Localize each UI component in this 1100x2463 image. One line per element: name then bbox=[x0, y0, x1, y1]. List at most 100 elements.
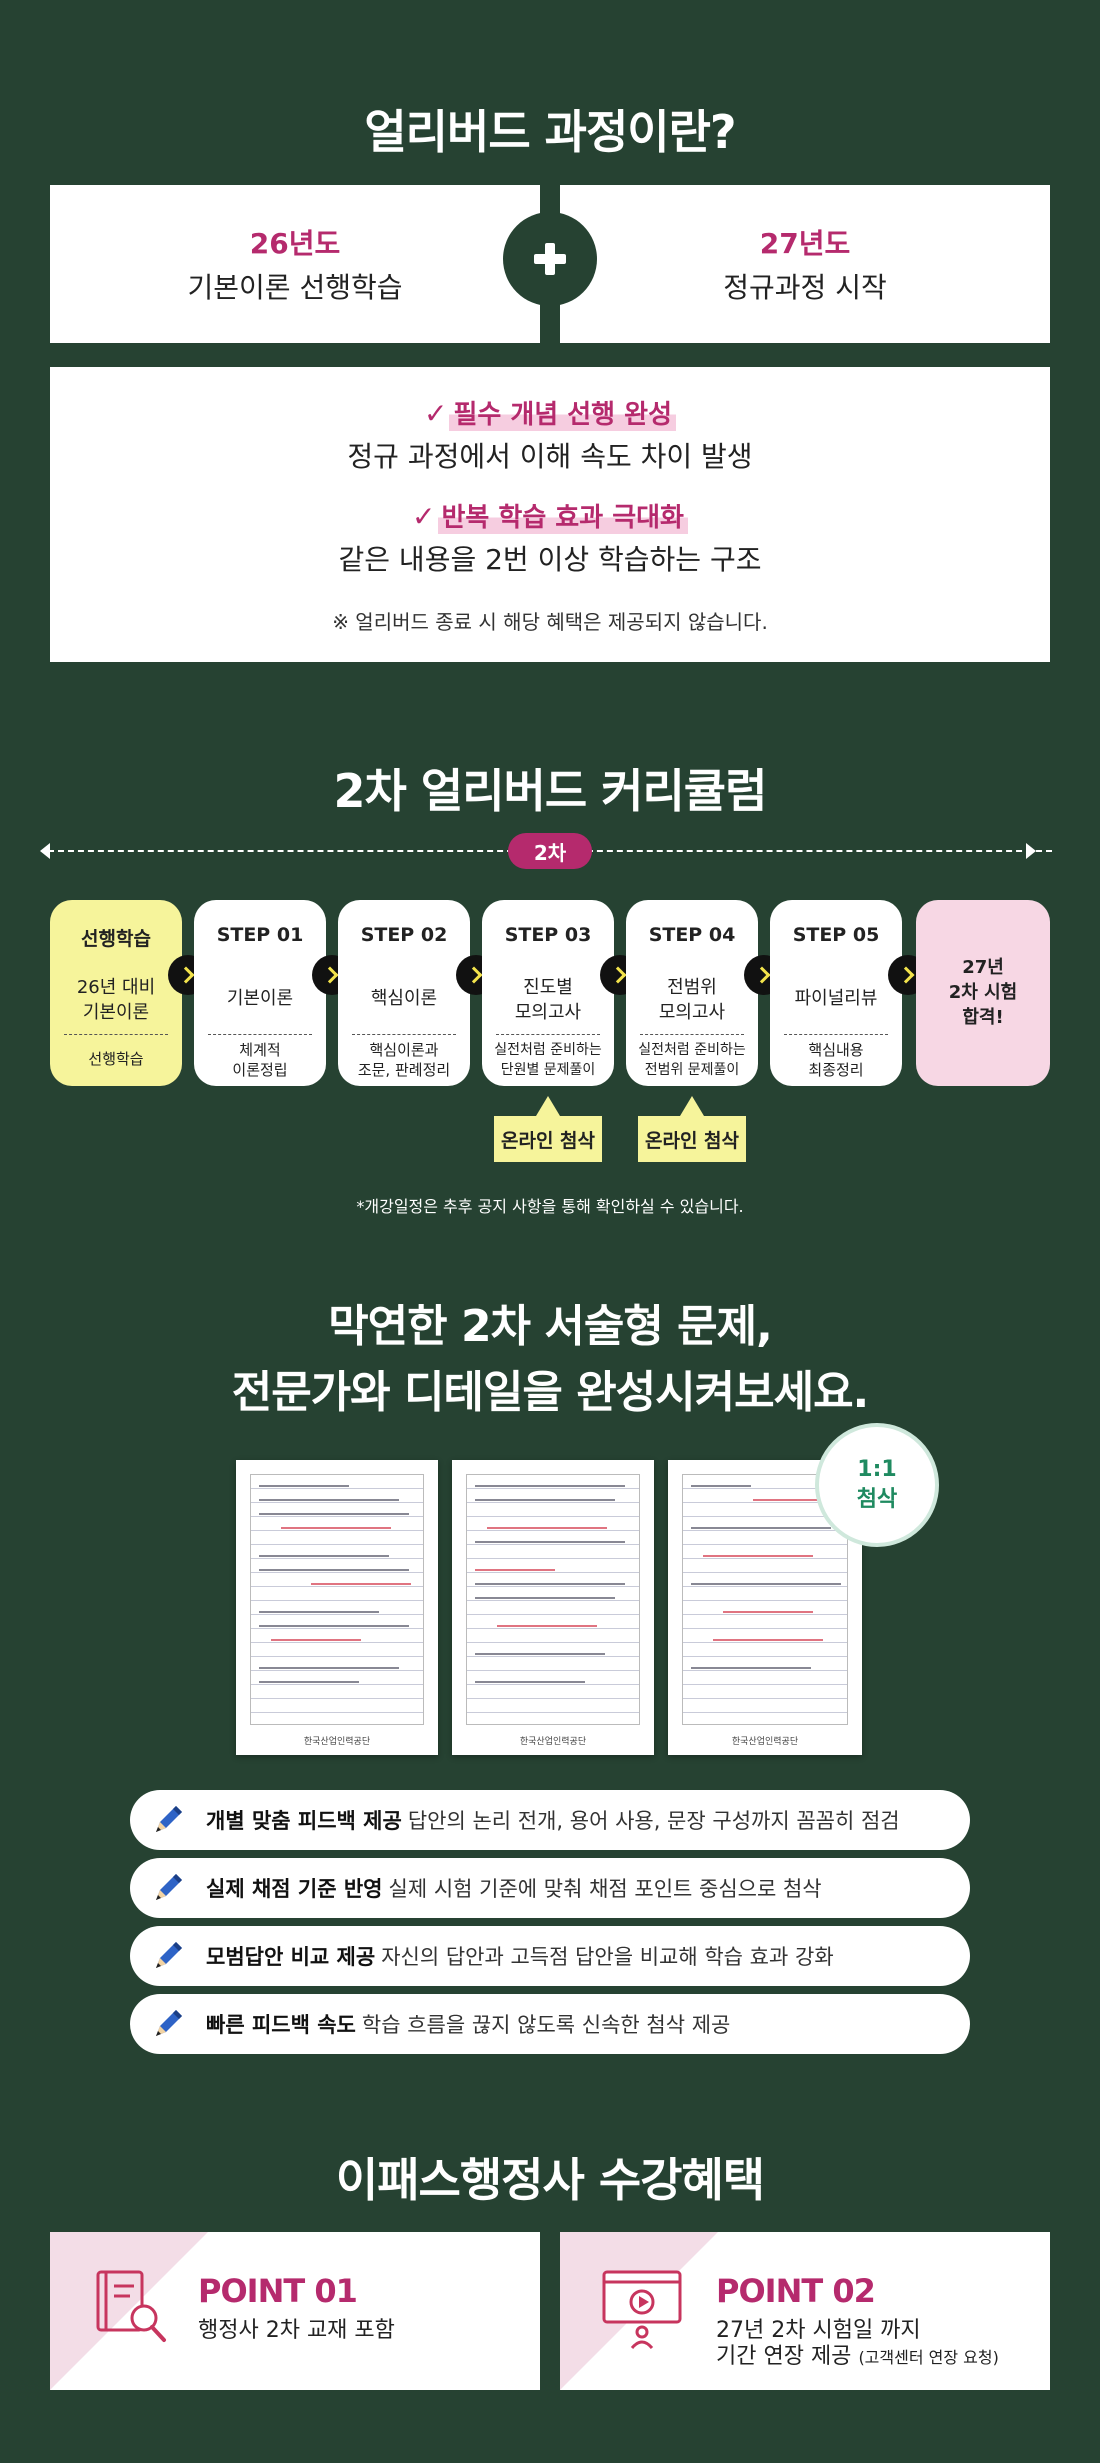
badge-label: 첨삭 bbox=[856, 1487, 898, 1512]
benefit-headline-1: 필수 개념 선행 완성 bbox=[449, 394, 676, 431]
point-01-desc: 행정사 2차 교재 포함 bbox=[198, 2318, 395, 2343]
step-goal-pass: 27년 2차 시험 합격! bbox=[916, 900, 1050, 1086]
feature-title: 개별 맞춤 피드백 제공 bbox=[206, 1809, 402, 1833]
feedback-title-line1: 막연한 2차 서술형 문제, bbox=[328, 1301, 773, 1352]
point-01-card: POINT 01 행정사 2차 교재 포함 bbox=[50, 2232, 540, 2390]
feature-desc: 학습 흐름을 끊지 않도록 신속한 첨삭 제공 bbox=[361, 2013, 731, 2037]
card-26-desc: 기본이론 선행학습 bbox=[187, 271, 403, 304]
step-title: STEP 05 bbox=[792, 924, 880, 946]
sheet-lines bbox=[250, 1474, 424, 1725]
step-title: STEP 03 bbox=[504, 924, 592, 946]
step-desc: 실전처럼 준비하는 단원별 문제풀이 bbox=[494, 1042, 602, 1078]
sheet-footer: 한국산업인력공단 bbox=[519, 1737, 587, 1747]
sheet-footer: 한국산업인력공단 bbox=[731, 1737, 799, 1747]
step-02: STEP 02 핵심이론 핵심이론과 조문, 판례정리 bbox=[338, 900, 470, 1086]
step-title: 선행학습 bbox=[81, 928, 151, 950]
point-02-desc-small: (고객센터 연장 요청) bbox=[858, 2348, 999, 2367]
benefit-headline-2: 반복 학습 효과 극대화 bbox=[437, 497, 688, 534]
pencil-icon bbox=[156, 2010, 182, 2036]
online-feedback-label-step03: 온라인 첨삭 bbox=[494, 1116, 602, 1162]
check-icon: ✓ bbox=[424, 397, 448, 430]
step-divider bbox=[208, 1034, 312, 1035]
point-02-desc-line2: 기간 연장 제공 (고객센터 연장 요청) bbox=[716, 2344, 999, 2371]
step-divider bbox=[496, 1034, 600, 1035]
point-02-card: POINT 02 27년 2차 시험일 까지 기간 연장 제공 (고객센터 연장… bbox=[560, 2232, 1050, 2390]
step-desc: 핵심이론과 조문, 판례정리 bbox=[357, 1041, 451, 1079]
step-divider bbox=[352, 1034, 456, 1035]
benefit-item-2: ✓반복 학습 효과 극대화 같은 내용을 2번 이상 학습하는 구조 bbox=[338, 497, 762, 578]
notice-text: ※ 얼리버드 종료 시 해당 혜택은 제공되지 않습니다. bbox=[332, 610, 768, 634]
point-01-title: POINT 01 bbox=[198, 2272, 358, 2310]
step-divider bbox=[640, 1034, 744, 1035]
sheet-lines bbox=[466, 1474, 640, 1725]
step-subject: 핵심이론 bbox=[370, 988, 438, 1009]
answer-sheet-1: 한국산업인력공단 bbox=[236, 1460, 438, 1755]
pencil-icon bbox=[156, 1942, 182, 1968]
step-prestudy: 선행학습 26년 대비 기본이론 선행학습 bbox=[50, 900, 182, 1086]
point-02-desc-main: 기간 연장 제공 bbox=[716, 2344, 852, 2369]
benefit-desc-2: 같은 내용을 2번 이상 학습하는 구조 bbox=[338, 543, 762, 576]
point-02-desc-line1: 27년 2차 시험일 까지 bbox=[716, 2318, 921, 2343]
one-on-one-badge: 1:1 첨삭 bbox=[815, 1423, 939, 1547]
card-27-regular: 27년도 정규과정 시작 bbox=[560, 185, 1050, 343]
video-lecture-icon bbox=[602, 2270, 682, 2350]
step-01: STEP 01 기본이론 체계적 이론정립 bbox=[194, 900, 326, 1086]
timeline-left-arrow bbox=[40, 843, 50, 859]
sheet-lines bbox=[682, 1474, 848, 1725]
step-desc: 실전처럼 준비하는 전범위 문제풀이 bbox=[638, 1042, 746, 1078]
feature-desc: 자신의 답안과 고득점 답안을 비교해 학습 효과 강화 bbox=[381, 1945, 834, 1969]
feature-desc: 답안의 논리 전개, 용어 사용, 문장 구성까지 꼼꼼히 점검 bbox=[407, 1809, 900, 1833]
step-subject-line: 26년 대비 기본이론 bbox=[76, 977, 156, 1023]
sheet-footer: 한국산업인력공단 bbox=[303, 1737, 371, 1747]
point-02-desc: 27년 2차 시험일 까지 기간 연장 제공 (고객센터 연장 요청) bbox=[716, 2318, 999, 2371]
timeline-right-arrow bbox=[1026, 843, 1036, 859]
step-subject: 26년 대비 기본이론 bbox=[50, 975, 182, 1025]
feedback-title-line2: 전문가와 디테일을 완성시켜보세요. bbox=[231, 1367, 870, 1418]
online-arrow-icon bbox=[680, 1096, 704, 1116]
benefits-title: 이패스행정사 수강혜택 bbox=[335, 2153, 765, 2207]
step-divider bbox=[784, 1034, 888, 1035]
plus-icon bbox=[503, 212, 597, 306]
check-icon: ✓ bbox=[412, 500, 436, 533]
step-desc: 핵심내용 최종정리 bbox=[808, 1041, 864, 1079]
feature-title: 실제 채점 기준 반영 bbox=[206, 1877, 383, 1901]
step-desc: 체계적 이론정립 bbox=[232, 1041, 288, 1079]
benefit-box: ✓필수 개념 선행 완성 정규 과정에서 이해 속도 차이 발생 ✓반복 학습 … bbox=[50, 367, 1050, 662]
step-04: STEP 04 전범위 모의고사 실전처럼 준비하는 전범위 문제풀이 bbox=[626, 900, 758, 1086]
step-subject: 진도별 모의고사 bbox=[514, 977, 582, 1023]
step-subject: 파이널리뷰 bbox=[794, 988, 878, 1009]
curriculum-title: 2차 얼리버드 커리큘럼 bbox=[333, 764, 768, 818]
pencil-icon bbox=[156, 1806, 182, 1832]
feature-desc: 실제 시험 기준에 맞춰 채점 포인트 중심으로 첨삭 bbox=[388, 1877, 822, 1901]
card-27-desc: 정규과정 시작 bbox=[723, 271, 887, 304]
online-arrow-icon bbox=[536, 1096, 560, 1116]
benefit-desc-1: 정규 과정에서 이해 속도 차이 발생 bbox=[347, 440, 753, 473]
badge-ratio: 1:1 bbox=[857, 1457, 897, 1482]
step-05: STEP 05 파이널리뷰 핵심내용 최종정리 bbox=[770, 900, 902, 1086]
step-title: STEP 04 bbox=[648, 924, 736, 946]
online-feedback-label-step04: 온라인 첨삭 bbox=[638, 1116, 746, 1162]
card-27-year: 27년도 bbox=[759, 227, 851, 260]
step-desc-line: 선행학습 bbox=[88, 1050, 144, 1068]
feature-title: 모범답안 비교 제공 bbox=[206, 1945, 376, 1969]
feature-title: 빠른 피드백 속도 bbox=[206, 2013, 356, 2037]
step-subject: 전범위 모의고사 bbox=[658, 977, 726, 1023]
card-26-year: 26년도 bbox=[249, 227, 341, 260]
step-divider bbox=[64, 1034, 168, 1035]
card-corner-decoration bbox=[50, 2232, 208, 2390]
schedule-note: *개강일정은 추후 공지 사항을 통해 확인하실 수 있습니다. bbox=[356, 1197, 744, 1216]
book-search-icon bbox=[96, 2270, 166, 2342]
intro-title: 얼리버드 과정이란? bbox=[364, 105, 736, 159]
step-title: STEP 02 bbox=[360, 924, 448, 946]
benefit-item-1: ✓필수 개념 선행 완성 정규 과정에서 이해 속도 차이 발생 bbox=[347, 394, 753, 475]
point-02-title: POINT 02 bbox=[716, 2272, 876, 2310]
step-desc: 선행학습 bbox=[50, 1040, 182, 1078]
